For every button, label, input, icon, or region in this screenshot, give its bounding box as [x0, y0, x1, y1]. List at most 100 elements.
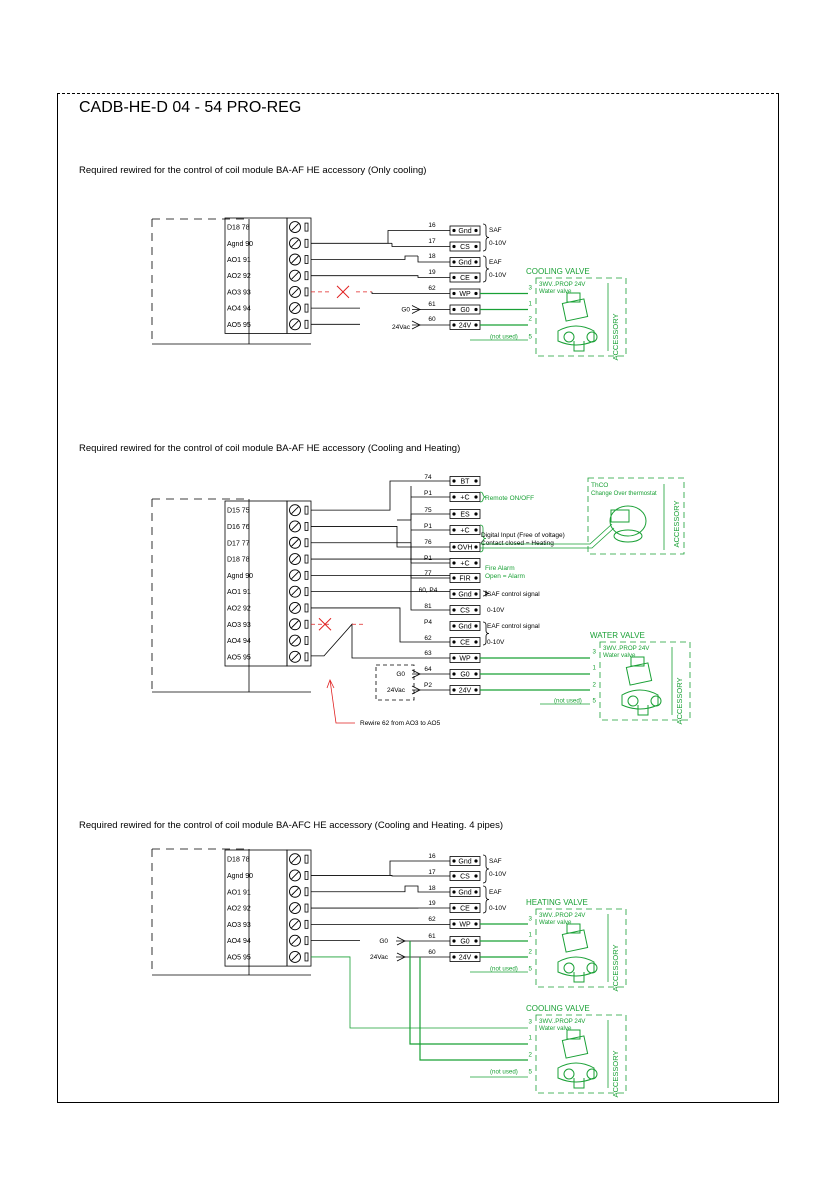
- connector-label: OVH: [457, 545, 472, 552]
- terminal-clamp: [304, 854, 309, 864]
- terminal-clamp: [304, 522, 309, 531]
- signal-brace: [482, 854, 490, 884]
- terminal-clamp: [304, 238, 309, 248]
- connector-pin: [452, 307, 456, 312]
- accessory-label: ACCESSORY: [611, 945, 620, 992]
- connector-pin: [452, 512, 456, 516]
- connector-label: CS: [460, 244, 470, 251]
- valve-type: 3WV..PROP 24V: [539, 1018, 586, 1025]
- connector-block: [449, 589, 481, 599]
- connector-label: WP: [459, 656, 471, 663]
- valve-pin-number: 2: [529, 1052, 533, 1059]
- terminal-label: AO4 94: [227, 638, 251, 645]
- valve-pin-number: 2: [529, 949, 533, 956]
- valve-accessory-box: [535, 1014, 627, 1094]
- connector-label: WP: [459, 291, 471, 298]
- wire-number: 17: [428, 238, 436, 245]
- connector-pin: [452, 545, 456, 549]
- connector-label: CS: [460, 608, 470, 615]
- connector-label: G0: [460, 939, 469, 946]
- wire-19: [311, 275, 450, 278]
- terminal-label: AO5 95: [227, 322, 251, 329]
- connector-pin: [474, 874, 478, 878]
- wire-number: 60, P4: [419, 587, 438, 594]
- valve-port-icon: [586, 1068, 598, 1080]
- connector-label: Gnd: [458, 228, 471, 235]
- accessory-label: ACCESSORY: [611, 314, 620, 361]
- valve-pin-number: 5: [529, 334, 533, 341]
- accessory-label: ACCESSORY: [611, 1051, 620, 1098]
- screw-slot: [291, 255, 299, 264]
- wire-number: 76: [424, 539, 432, 546]
- valve-title: COOLING VALVE: [526, 267, 590, 276]
- connector-pin: [452, 906, 456, 910]
- connector-pin: [452, 275, 456, 280]
- connector-pin: [452, 576, 456, 580]
- connector-pin: [452, 624, 456, 628]
- valve-title: WATER VALVE: [590, 631, 645, 640]
- connector-label: G0: [460, 307, 469, 314]
- signal-brace: [482, 885, 490, 914]
- valve-accessory-box: [599, 641, 691, 721]
- terminal-label: AO3 93: [227, 289, 251, 296]
- valve-accessory-box: [535, 277, 627, 357]
- signal-brace: [479, 491, 487, 503]
- connector-block: [449, 621, 481, 631]
- connector-label: CS: [460, 874, 470, 881]
- thermostat-accessory-box: [587, 477, 685, 555]
- signal-label: 0-10V: [489, 871, 507, 878]
- terminal-clamp: [304, 887, 309, 897]
- valve-accessory-box: [535, 908, 627, 988]
- cut-mark: [336, 285, 350, 299]
- pipe-icon: [613, 529, 643, 543]
- thermostat-head-icon: [610, 509, 630, 523]
- connector-pin: [452, 608, 456, 612]
- valve-subtitle: Water valve: [539, 919, 572, 926]
- connector-label: Gnd: [458, 592, 471, 599]
- actuator-head-icon: [566, 1029, 581, 1040]
- signal-brace: [482, 223, 490, 252]
- screw-slot: [291, 904, 299, 912]
- wire-number: P1: [424, 490, 432, 497]
- terminal-clamp: [304, 287, 309, 297]
- wire-62: [311, 607, 450, 643]
- valve-pin-number: 1: [593, 665, 597, 672]
- connector-pin: [474, 672, 478, 676]
- valve-port-icon: [586, 962, 598, 974]
- connector-pin: [452, 528, 456, 532]
- actuator-head-icon: [566, 923, 581, 934]
- terminal-clamp: [304, 636, 309, 645]
- connector-pin: [452, 955, 456, 959]
- connector-pin: [474, 890, 478, 894]
- connector-pin: [474, 592, 478, 596]
- terminal-label: Agnd 90: [227, 573, 253, 580]
- connector-pin: [474, 608, 478, 612]
- wire-number: 19: [428, 269, 436, 276]
- wire-number: P1: [424, 523, 432, 530]
- valve-body-icon: [557, 956, 595, 977]
- terminal-clamp: [304, 952, 309, 962]
- accessory-label: ACCESSORY: [672, 501, 681, 548]
- wire-number: P1: [424, 555, 432, 562]
- wire-number: 18: [428, 885, 436, 892]
- wire-number: 62: [428, 916, 436, 923]
- terminal-label: D18 78: [227, 225, 250, 232]
- signal-label: 0-10V: [487, 607, 505, 614]
- terminal-clamp: [304, 919, 309, 929]
- supply-box: [375, 664, 415, 701]
- connector-pin: [452, 874, 456, 878]
- terminal-label: D16 76: [227, 524, 250, 531]
- connector-pin: [474, 495, 478, 499]
- signal-brace: [479, 524, 487, 553]
- terminal-clamp: [304, 319, 309, 329]
- drawing-frame: [57, 93, 779, 1103]
- connector-pin: [452, 495, 456, 499]
- connector-label: +C: [460, 495, 469, 502]
- screw-slot: [291, 855, 299, 863]
- wire-number: 62: [424, 635, 432, 642]
- terminal-clamp: [304, 255, 309, 264]
- terminal-clamp: [304, 936, 309, 946]
- connector-label: 24V: [459, 323, 472, 330]
- connector-pin: [452, 228, 456, 233]
